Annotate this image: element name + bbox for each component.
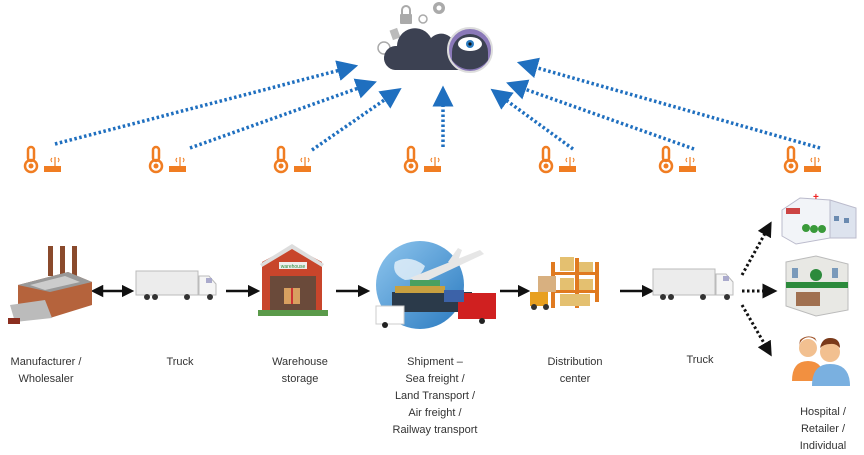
eye-icon [447,27,493,73]
thermometer-icon [148,145,164,174]
uplink-arrow-3 [311,88,402,152]
uplink-arrow-7 [516,57,821,150]
flow-arrows [90,221,778,357]
transmitter-icon [424,157,441,172]
temperature-sensor-5 [538,145,576,174]
temperature-sensor-3 [273,145,311,174]
warehouse-icon: warehouse [258,244,328,316]
uplink-arrow-5 [490,88,575,151]
transmitter-icon [559,157,576,172]
warehouse-sign: warehouse [281,264,306,270]
uplink-arrow-1 [54,60,359,146]
temperature-sensor-6 [658,145,696,174]
thermometer-icon [658,145,674,174]
label-endpoints: Hospital / Retailer / Individual [799,406,847,452]
uplink-arrow-6 [506,79,695,151]
factory-icon [8,246,92,324]
transmitter-icon [294,157,311,172]
cloud-monitoring-icon [377,2,493,73]
truck-icon-1 [135,270,217,300]
gear-icon [433,2,445,14]
temperature-sensor-1 [23,145,61,174]
label-distribution: Distribution center [547,356,603,385]
temperature-sensor-7 [783,145,821,174]
distribution-center-icon [530,257,599,310]
label-manufacturer: Manufacturer / Wholesaler [10,356,82,385]
airplane-icon [410,250,484,284]
red-truck-icon [458,293,496,319]
transmitter-icon [169,157,186,172]
van-icon [375,305,405,325]
truck-icon-2 [652,268,734,300]
thermometer-icon [783,145,799,174]
retailer-pharmacy-icon [785,255,849,317]
svg-text:+: + [813,192,819,203]
transmitter-icon [44,157,61,172]
uplink-arrow-2 [189,78,377,150]
thermometer-icon [538,145,554,174]
label-truck-1: Truck [166,356,194,368]
shipment-globe-icon [375,241,496,329]
sensor-uplinks [54,57,821,152]
temperature-sensor-4 [403,145,441,174]
sensor-row [23,145,821,174]
transmitter-icon [679,157,696,172]
document-icon [389,27,401,41]
lock-icon [400,5,412,24]
thermometer-icon [273,145,289,174]
thermometer-icon [23,145,39,174]
label-warehouse: Warehouse storage [272,356,328,385]
temperature-sensor-2 [148,145,186,174]
flow-arrow-to-hospital [740,221,772,276]
label-shipment: Shipment – Sea freight / Land Transport … [392,356,478,436]
flow-arrow-to-individual [740,304,772,357]
label-truck-2: Truck [686,354,714,366]
alarm-clock-icon [418,14,428,24]
hospital-icon: + [781,192,857,245]
thermometer-icon [403,145,419,174]
transmitter-icon [804,157,821,172]
individual-people-icon [792,336,850,386]
forklift-icon [530,276,556,310]
